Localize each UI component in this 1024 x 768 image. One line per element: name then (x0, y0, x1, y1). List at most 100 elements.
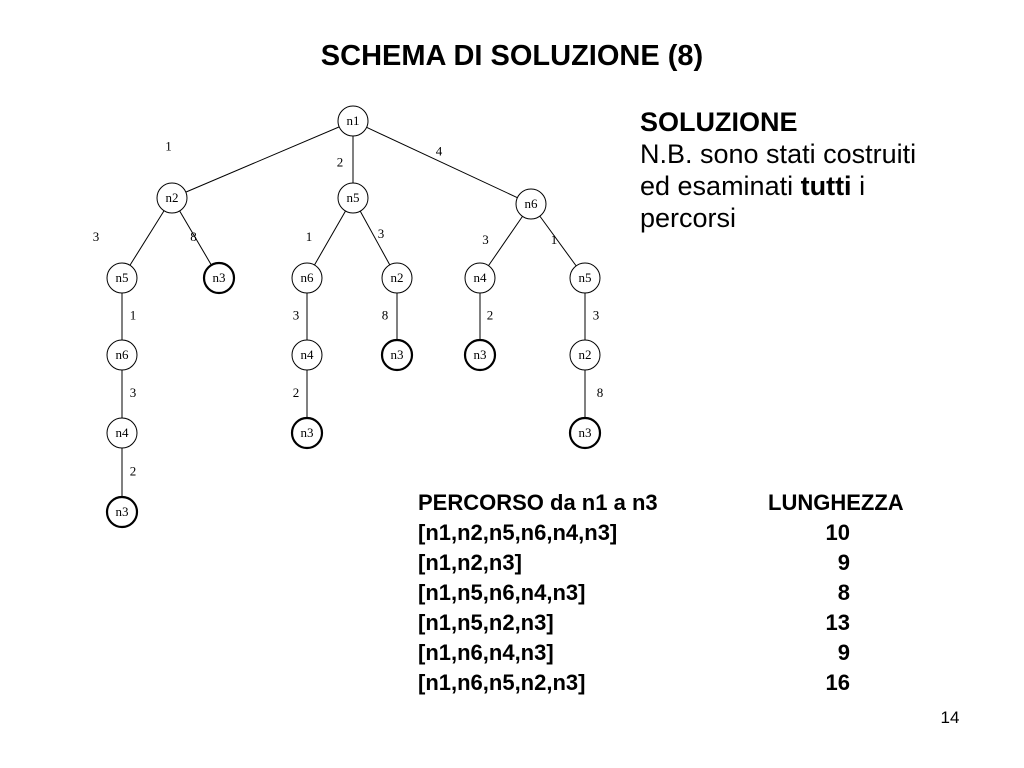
paths-table-header: PERCORSO da n1 a n3 LUNGHEZZA (418, 488, 978, 518)
node-label: n3 (301, 425, 314, 440)
tree-node: n5 (106, 262, 138, 294)
node-circle (290, 416, 324, 450)
node-circle (337, 105, 369, 137)
paths-table: PERCORSO da n1 a n3 LUNGHEZZA [n1,n2,n5,… (418, 488, 978, 698)
row-path: [n1,n5,n2,n3] (418, 610, 554, 635)
solution-emphasis-tutti: tutti (800, 171, 852, 201)
tree-edge (185, 126, 340, 193)
table-row: [n1,n6,n5,n2,n3] 16 (418, 668, 978, 698)
tree-node: n5 (569, 262, 601, 294)
node-circle (291, 262, 323, 294)
solution-note: SOLUZIONE N.B. sono stati costruiti ed e… (640, 106, 1010, 234)
row-length: 13 (825, 610, 850, 635)
edge-weight: 2 (293, 385, 300, 400)
node-label: n4 (116, 425, 130, 440)
edge-weight: 1 (551, 232, 558, 247)
slide-title: SCHEMA DI SOLUZIONE (8) (320, 40, 704, 72)
node-label: n1 (347, 113, 360, 128)
tree-edge (359, 210, 391, 266)
row-length: 9 (837, 550, 850, 575)
node-circle (568, 416, 602, 450)
node-circle (106, 417, 138, 449)
node-label: n6 (301, 270, 315, 285)
edge-weight: 4 (436, 143, 443, 158)
node-label: n3 (213, 270, 226, 285)
node-circle (202, 261, 236, 295)
tree-node: n1 (337, 105, 369, 137)
node-circle (106, 339, 138, 371)
tree-node: n2 (156, 182, 188, 214)
node-label: n4 (474, 270, 488, 285)
edge-weight: 8 (382, 307, 389, 322)
node-label: n3 (474, 347, 487, 362)
solution-line-2: ed esaminati tutti i (640, 170, 1010, 202)
edge-weight: 3 (378, 226, 385, 241)
node-circle (464, 262, 496, 294)
row-length: 10 (825, 520, 850, 545)
tree-edge (366, 126, 518, 199)
table-row: [n1,n5,n2,n3] 13 (418, 608, 978, 638)
header-length: LUNGHEZZA (768, 490, 904, 515)
edge-weight: 3 (293, 307, 300, 322)
edge-weight: 2 (130, 463, 137, 478)
solution-line-3: percorsi (640, 203, 737, 233)
table-row: [n1,n6,n4,n3] 9 (418, 638, 978, 668)
node-circle (515, 188, 547, 220)
solution-line-2-end: i (851, 171, 866, 201)
node-label: n5 (579, 270, 592, 285)
node-label: n2 (166, 190, 179, 205)
row-path: [n1,n2,n5,n6,n4,n3] (418, 520, 618, 545)
tree-edge (314, 210, 346, 266)
node-label: n3 (391, 347, 404, 362)
goal-node: n3 (105, 495, 139, 529)
tree-edge (488, 216, 523, 266)
node-circle (106, 262, 138, 294)
node-circle (463, 338, 497, 372)
tree-node: n6 (106, 339, 138, 371)
solution-heading: SOLUZIONE (640, 107, 798, 137)
node-circle (291, 339, 323, 371)
node-label: n2 (579, 347, 592, 362)
tree-edge (179, 210, 212, 266)
tree-node: n2 (381, 262, 413, 294)
table-row: [n1,n5,n6,n4,n3] 8 (418, 578, 978, 608)
tree-edge (129, 210, 165, 266)
edge-weight: 8 (190, 229, 197, 244)
node-label: n5 (116, 270, 129, 285)
node-circle (156, 182, 188, 214)
node-circle (380, 338, 414, 372)
goal-node: n3 (380, 338, 414, 372)
node-label: n5 (347, 190, 360, 205)
solution-line-1: N.B. sono stati costruiti (640, 139, 917, 169)
goal-node: n3 (568, 416, 602, 450)
tree-node: n6 (515, 188, 547, 220)
edge-weight: 2 (487, 307, 494, 322)
row-length: 16 (825, 670, 850, 695)
row-path: [n1,n6,n4,n3] (418, 640, 554, 665)
node-label: n2 (391, 270, 404, 285)
row-path: [n1,n5,n6,n4,n3] (418, 580, 586, 605)
edge-weight: 1 (165, 138, 172, 153)
tree-node: n5 (337, 182, 369, 214)
node-circle (337, 182, 369, 214)
tree-node: n2 (569, 339, 601, 371)
row-path: [n1,n6,n5,n2,n3] (418, 670, 586, 695)
row-path: [n1,n2,n3] (418, 550, 522, 575)
edge-weight: 1 (130, 307, 137, 322)
edge-weight: 8 (597, 385, 604, 400)
tree-edges (121, 126, 586, 497)
edge-weight: 2 (337, 154, 344, 169)
goal-node: n3 (202, 261, 236, 295)
header-path: PERCORSO da n1 a n3 (418, 490, 658, 515)
goal-node: n3 (290, 416, 324, 450)
node-circle (569, 339, 601, 371)
node-circle (569, 262, 601, 294)
table-row: [n1,n2,n3] 9 (418, 548, 978, 578)
node-circle (105, 495, 139, 529)
row-length: 9 (837, 640, 850, 665)
node-label: n3 (116, 504, 129, 519)
table-row: [n1,n2,n5,n6,n4,n3] 10 (418, 518, 978, 548)
page-number: 14 (940, 708, 960, 727)
